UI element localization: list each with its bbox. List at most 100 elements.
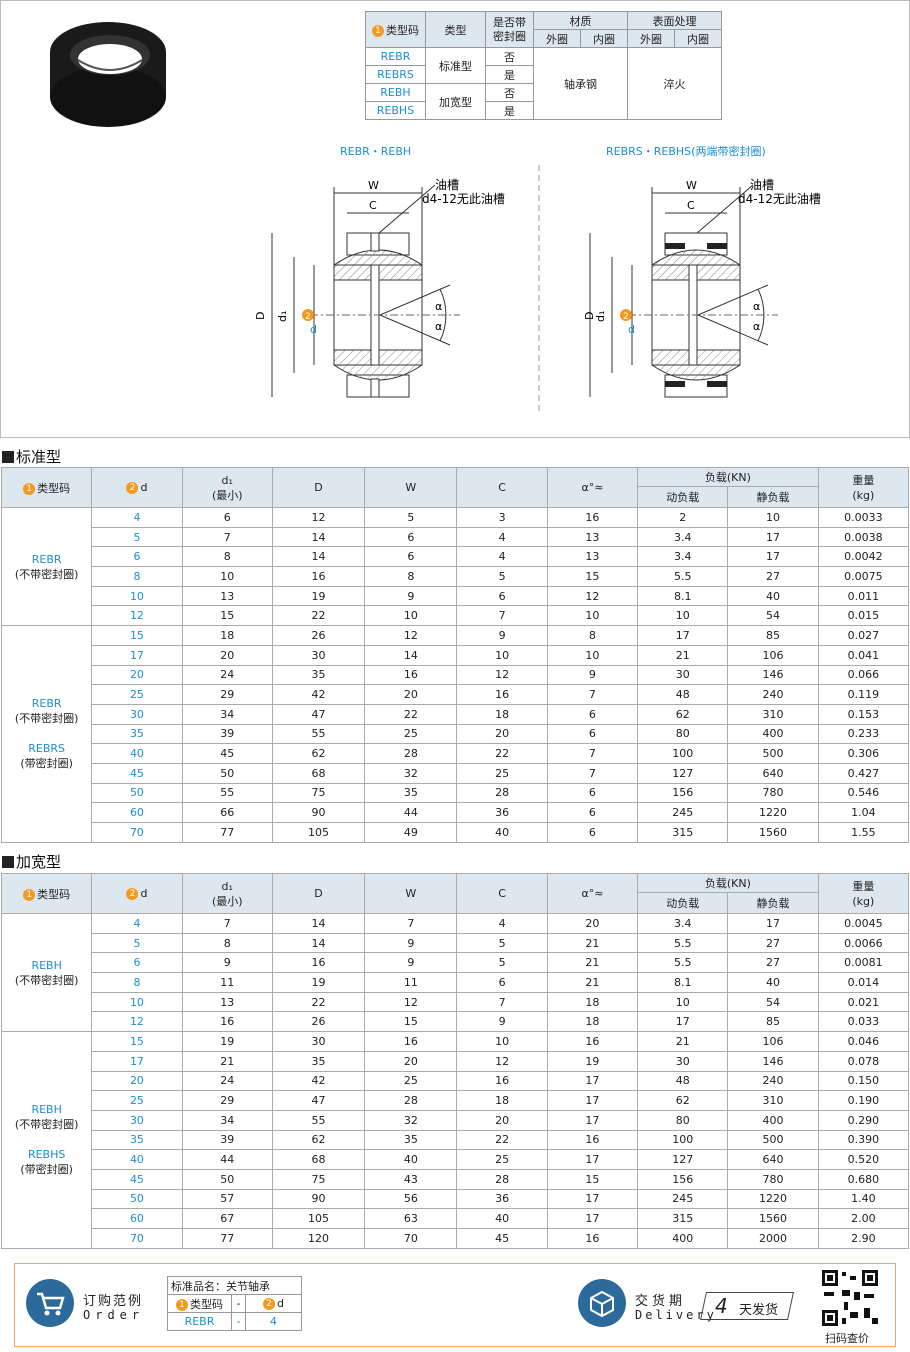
table-cell: 6 bbox=[91, 952, 183, 974]
table-cell: 0.027 bbox=[817, 625, 910, 646]
table-cell: 240 bbox=[727, 1070, 819, 1092]
table-cell: 17 bbox=[727, 913, 819, 934]
table-cell: 8 bbox=[546, 625, 639, 646]
table-cell: 0.011 bbox=[817, 585, 910, 607]
table-cell: 0.021 bbox=[817, 991, 910, 1013]
table-cell: 6 bbox=[546, 782, 639, 804]
table-cell: 22 bbox=[456, 743, 548, 764]
table-cell: 49 bbox=[364, 822, 458, 843]
table-cell: 1220 bbox=[727, 802, 819, 823]
table-cell: 67 bbox=[181, 1208, 273, 1229]
marker-2-icon: 2 bbox=[126, 888, 139, 900]
table-cell: 127 bbox=[637, 762, 729, 784]
table-cell: 55 bbox=[271, 723, 366, 745]
table-cell: 4 bbox=[456, 526, 548, 548]
table-cell: 0.153 bbox=[817, 703, 910, 725]
header-d1: d₁(最小) bbox=[181, 467, 273, 508]
marker-1-icon: 1 bbox=[23, 888, 36, 901]
table-cell: 60 bbox=[91, 1208, 183, 1229]
table-cell: 0.015 bbox=[817, 605, 910, 627]
table-cell: 10 bbox=[91, 991, 183, 1013]
table-cell: 2.00 bbox=[817, 1208, 910, 1229]
table-cell: 8.1 bbox=[637, 972, 729, 993]
table-cell: 20 bbox=[364, 1050, 458, 1072]
table-cell: 22 bbox=[271, 605, 366, 627]
table-cell: 25 bbox=[364, 723, 458, 745]
table-cell: 16 bbox=[271, 952, 366, 974]
header-alpha: α°≈ bbox=[546, 467, 639, 508]
svg-text:2: 2 bbox=[305, 312, 311, 322]
header-C: C bbox=[456, 873, 548, 914]
table-cell: 0.390 bbox=[817, 1129, 910, 1151]
order-title: 订购范例 bbox=[83, 1294, 144, 1309]
table-cell: 1560 bbox=[727, 1208, 819, 1229]
table-cell: 0.0033 bbox=[817, 507, 910, 528]
table-cell: 50 bbox=[91, 1188, 183, 1210]
qr-code-icon[interactable] bbox=[820, 1268, 880, 1328]
table-cell: 310 bbox=[727, 703, 819, 725]
right-d1-label: d₁ bbox=[594, 311, 607, 322]
table-cell: 20 bbox=[91, 1070, 183, 1092]
table-cell: 12 bbox=[271, 507, 366, 528]
header-W: W bbox=[364, 467, 458, 508]
table-cell: 8 bbox=[181, 932, 273, 954]
table-cell: 40 bbox=[456, 1208, 548, 1229]
left-oil-note: d4-12无此油槽 bbox=[422, 192, 505, 206]
table-cell: 16 bbox=[456, 1070, 548, 1092]
table-cell: 19 bbox=[181, 1031, 273, 1052]
table-cell: 19 bbox=[271, 972, 366, 993]
table-cell: 19 bbox=[271, 585, 366, 607]
table-cell: 0.119 bbox=[817, 684, 910, 705]
table-cell: 18 bbox=[181, 625, 273, 646]
table-cell: 48 bbox=[637, 1070, 729, 1092]
table-cell: 25 bbox=[364, 1070, 458, 1092]
table-cell: 0.233 bbox=[817, 723, 910, 745]
table-cell: 5 bbox=[364, 507, 458, 528]
table-cell: 3.4 bbox=[637, 913, 729, 934]
table-cell: 5 bbox=[456, 952, 548, 974]
table-cell: 47 bbox=[271, 1090, 366, 1111]
table-cell: 21 bbox=[546, 952, 639, 974]
table-cell: 68 bbox=[271, 1149, 366, 1170]
table-cell: 90 bbox=[271, 1188, 366, 1210]
group-label: REBR(不带密封圈) bbox=[0, 506, 93, 627]
table-cell: 25 bbox=[456, 762, 548, 784]
table-cell: 2 bbox=[637, 507, 729, 528]
table-cell: 7 bbox=[181, 526, 273, 548]
table-cell: 77 bbox=[181, 822, 273, 843]
table-cell: 62 bbox=[637, 703, 729, 725]
table-cell: 35 bbox=[364, 1129, 458, 1151]
table-cell: 35 bbox=[271, 1050, 366, 1072]
table-cell: 54 bbox=[727, 991, 819, 1013]
table-cell: 30 bbox=[637, 1050, 729, 1072]
group-label: REBR(不带密封圈)REBRS(带密封圈) bbox=[0, 625, 93, 843]
table-cell: 68 bbox=[271, 762, 366, 784]
table-cell: 55 bbox=[271, 1109, 366, 1131]
table-cell: 13 bbox=[181, 585, 273, 607]
header-load: 负载(KN) bbox=[637, 872, 819, 894]
table-cell: 120 bbox=[271, 1228, 366, 1249]
table-cell: 50 bbox=[91, 782, 183, 804]
table-cell: 20 bbox=[456, 1109, 548, 1131]
table-cell: 16 bbox=[546, 1228, 639, 1249]
table-cell: 27 bbox=[727, 932, 819, 954]
table-cell: 4 bbox=[91, 913, 183, 934]
table-cell: 0.078 bbox=[817, 1050, 910, 1072]
table-cell: 780 bbox=[727, 1168, 819, 1190]
marker-1-icon: 1 bbox=[372, 24, 384, 37]
table-cell: 15 bbox=[364, 1011, 458, 1033]
table-cell: 10 bbox=[546, 644, 639, 666]
table-cell: 60 bbox=[91, 802, 183, 823]
left-d-label: d bbox=[310, 323, 317, 336]
